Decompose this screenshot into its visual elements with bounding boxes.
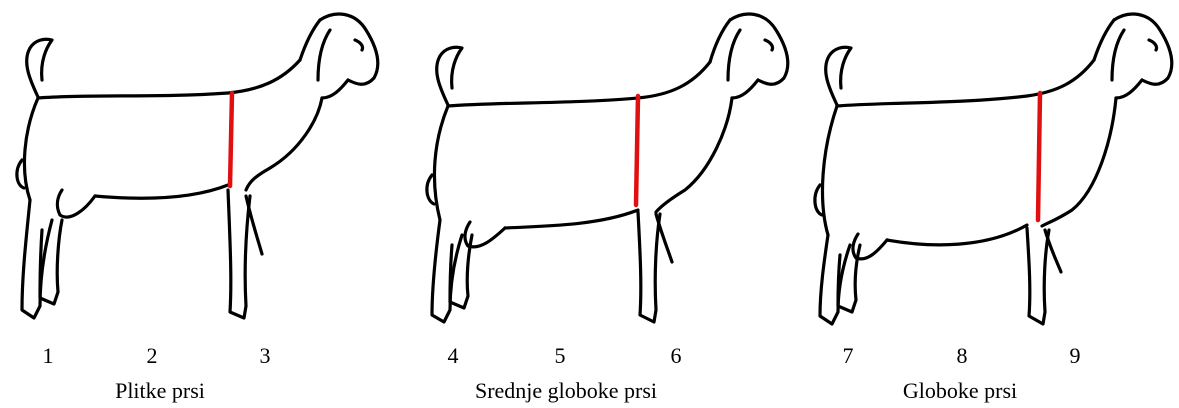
goat-figure-2: 4 5 6 Srednje globoke prsi: [410, 0, 803, 408]
caption-medium-chest: Srednje globoke prsi: [475, 378, 657, 404]
caption-shallow-chest: Plitke prsi: [115, 378, 205, 404]
chest-depth-line: [636, 96, 638, 205]
goat-drawing-medium-chest: [410, 0, 803, 330]
chest-depth-line: [230, 93, 232, 186]
score-2: 2: [147, 344, 158, 368]
score-4: 4: [448, 344, 459, 368]
goat-figure-1: 1 2 3 Plitke prsi: [0, 0, 393, 408]
goat-drawing-shallow-chest: [0, 0, 393, 330]
score-5: 5: [555, 344, 566, 368]
score-3: 3: [260, 344, 271, 368]
score-7: 7: [843, 344, 854, 368]
goat-drawing-deep-chest: [792, 0, 1179, 330]
score-8: 8: [957, 344, 968, 368]
score-6: 6: [671, 344, 682, 368]
chest-depth-line: [1038, 93, 1040, 220]
score-1: 1: [43, 344, 54, 368]
caption-deep-chest: Globoke prsi: [903, 378, 1017, 404]
score-9: 9: [1070, 344, 1081, 368]
goat-figure-3: 7 8 9 Globoke prsi: [792, 0, 1179, 408]
